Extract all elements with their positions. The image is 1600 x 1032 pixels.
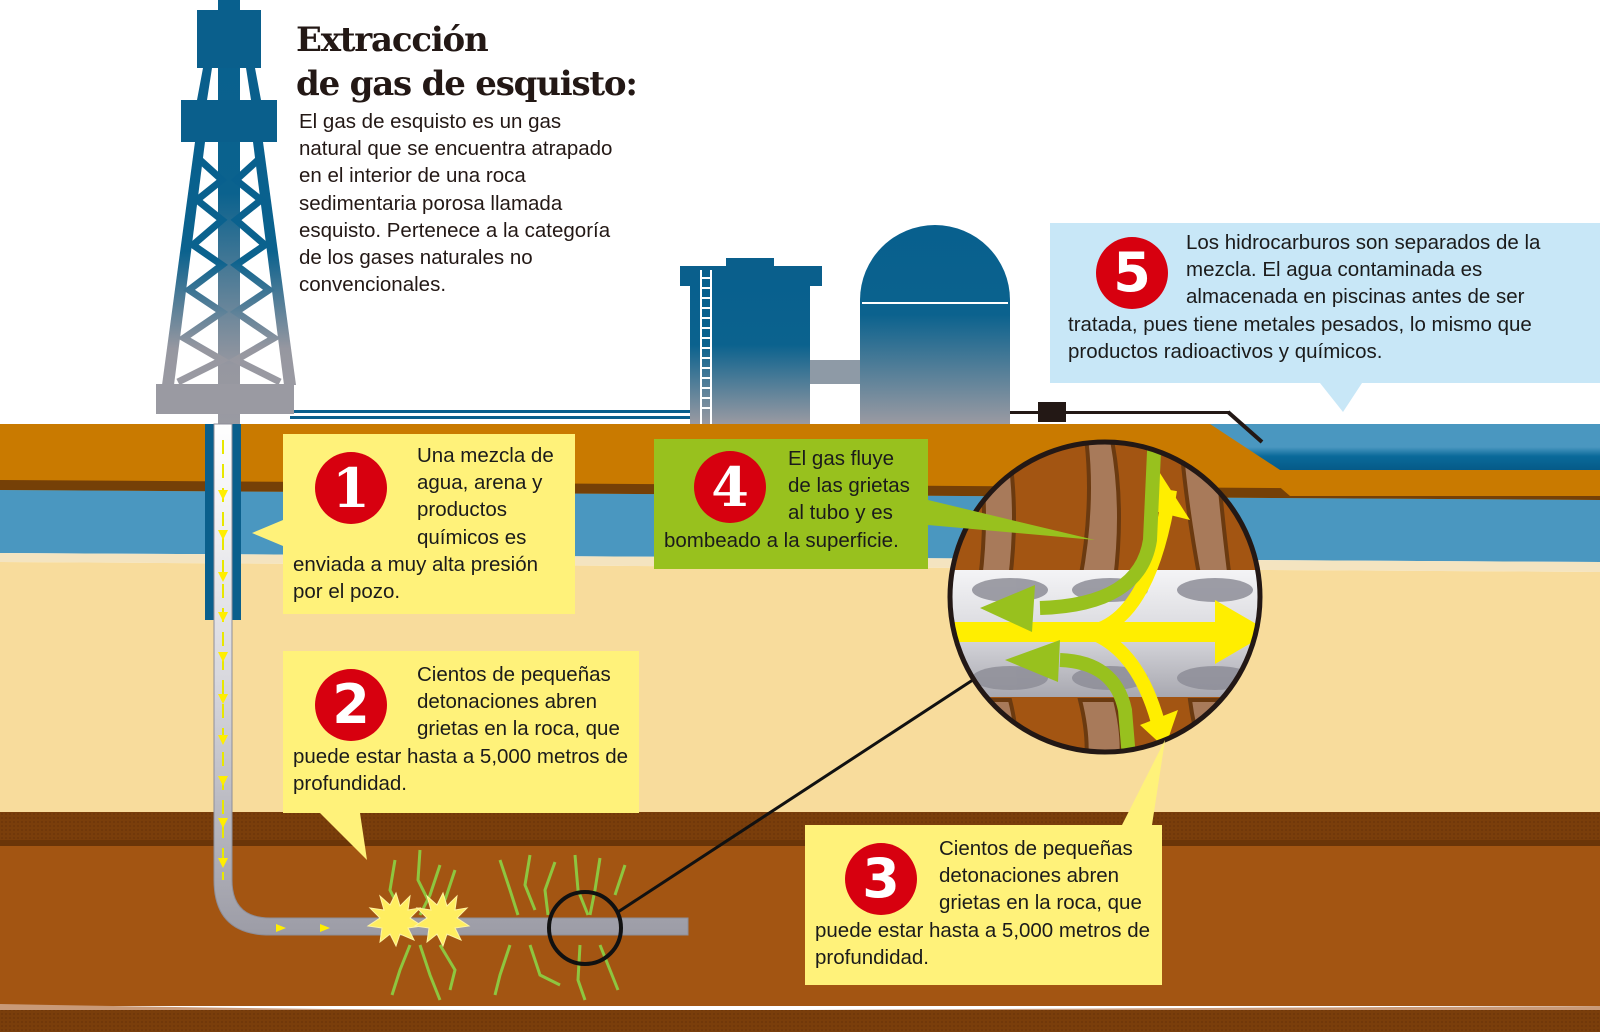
page-title: Extracción de gas de esquisto: [296, 18, 638, 106]
title-line-1: Extracción [296, 20, 489, 60]
dark-band [0, 812, 1600, 842]
step-number-badge: 2 [315, 669, 387, 741]
flow-arrows [218, 490, 330, 932]
magnifier-circle-icon [547, 890, 623, 966]
step-text: Los hidrocarburos son separados de la me… [1068, 231, 1541, 363]
callout-step-1: 1 Una mezcla de agua, arena y productos … [283, 434, 575, 614]
callout-4-pointer [928, 500, 1095, 540]
intro-text: El gas de esquisto es un gas natural que… [299, 110, 613, 297]
callout-step-4: 4 El gas fluye de las grietas al tubo y … [654, 439, 928, 569]
step-number-badge: 1 [315, 452, 387, 524]
crack-lines [388, 849, 627, 1001]
title-line-2: de gas de esquisto: [296, 64, 638, 104]
callout-step-3: 3 Cientos de pequeñas detonaciones abren… [805, 825, 1162, 985]
callout-2-pointer [320, 813, 367, 860]
callout-5-pointer [1320, 383, 1362, 412]
detonation-icon [366, 891, 471, 948]
storage-tank-icon [680, 258, 860, 424]
step-number-badge: 4 [694, 451, 766, 523]
well-pipe [213, 423, 689, 936]
separator-dome-icon [860, 225, 1010, 424]
drilling-rig-icon [156, 0, 296, 430]
step-text: Una mezcla de agua, arena y productos qu… [293, 444, 554, 604]
callout-1-pointer [252, 520, 283, 546]
callout-step-5: 5 Los hidrocarburos son separados de la … [1050, 223, 1600, 383]
callout-3-pointer [1122, 740, 1165, 825]
step-number-badge: 5 [1096, 237, 1168, 309]
step-text: El gas fluye de las grietas al tubo y es… [664, 447, 910, 552]
step-number-badge: 3 [845, 843, 917, 915]
callout-step-2: 2 Cientos de pequeñas detonaciones abren… [283, 651, 639, 813]
step-text: Cientos de pequeñas detonaciones abren g… [815, 837, 1151, 969]
step-text: Cientos de pequeñas detonaciones abren g… [293, 663, 629, 795]
water-pool-icon [1210, 424, 1600, 470]
